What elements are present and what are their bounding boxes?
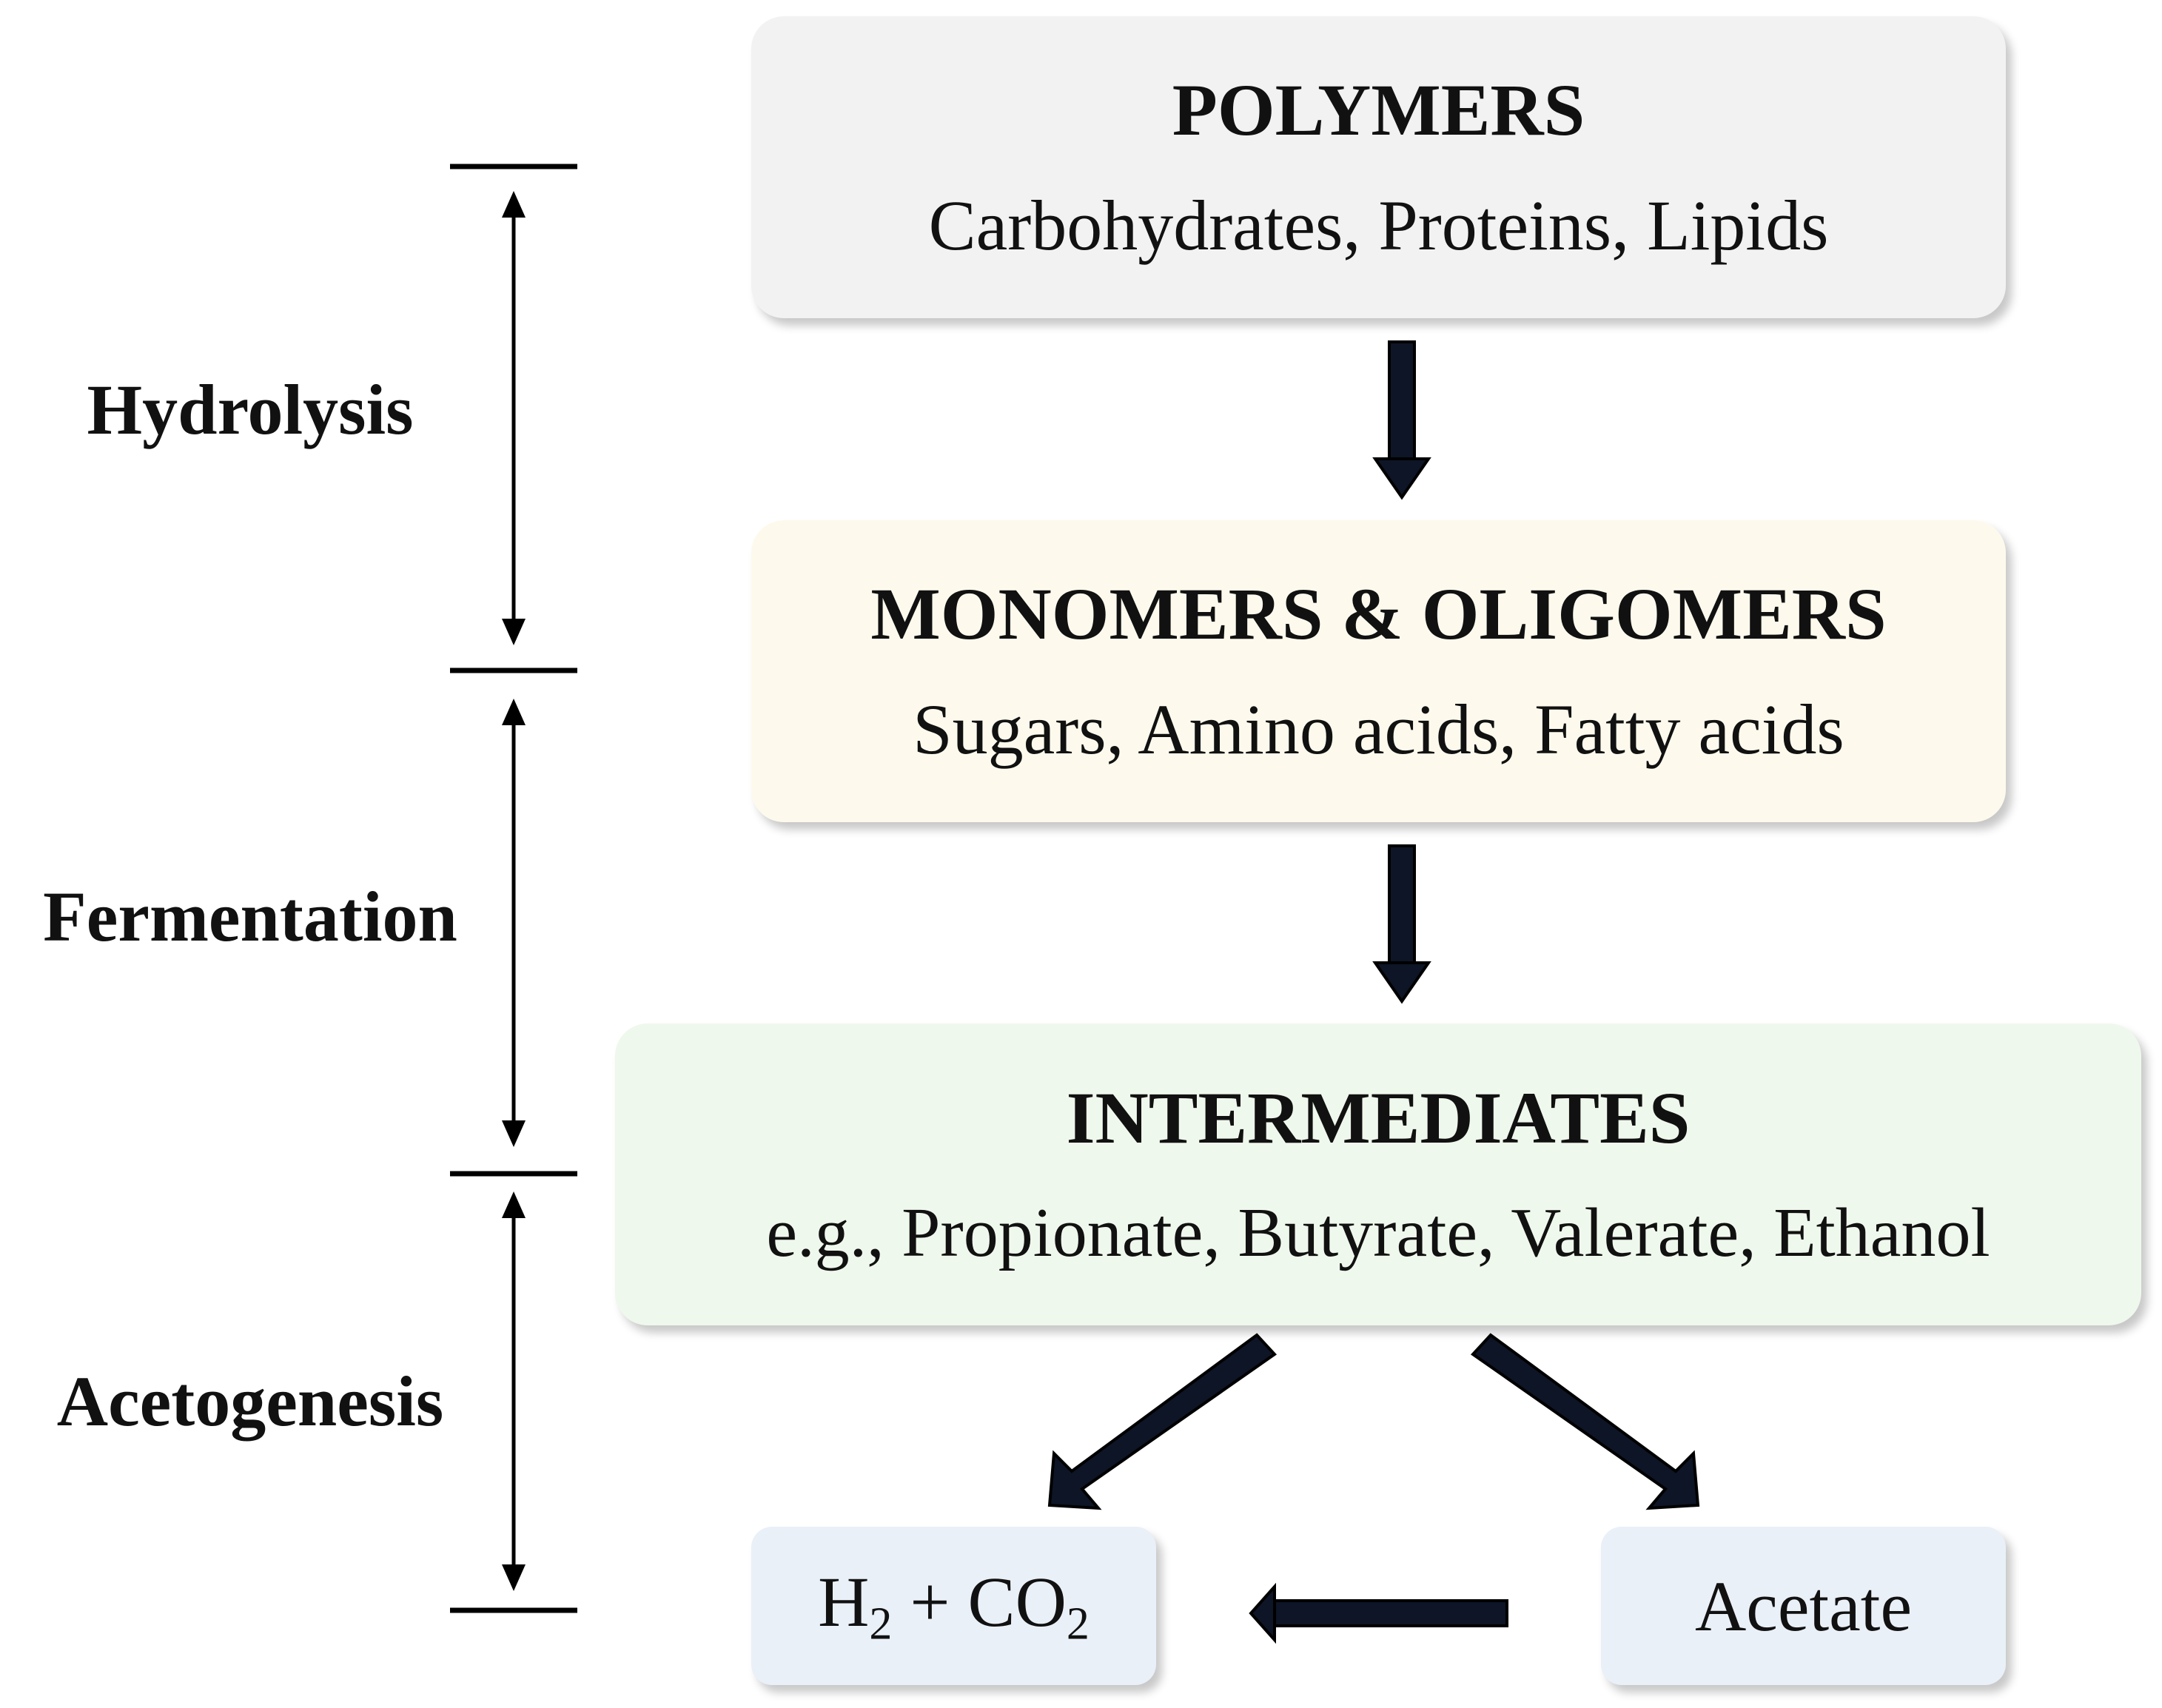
arrow-monomers-to-intermediates — [1372, 844, 1431, 1004]
intermediates-subtitle: e.g., Propionate, Butyrate, Valerate, Et… — [766, 1194, 1990, 1272]
h-subscript: 2 — [869, 1598, 893, 1650]
h2-co2-box: H2 + CO2 — [751, 1527, 1156, 1685]
fermentation-span-arrow — [502, 699, 526, 1147]
monomers-subtitle: Sugars, Amino acids, Fatty acids — [913, 690, 1844, 770]
stage-label-acetogenesis: Acetogenesis — [56, 1362, 444, 1441]
intermediates-box: INTERMEDIATES e.g., Propionate, Butyrate… — [615, 1023, 2141, 1325]
acetate-label: Acetate — [1694, 1566, 1913, 1646]
stage-label-hydrolysis: Hydrolysis — [87, 370, 414, 449]
monomers-box: MONOMERS & OLIGOMERS Sugars, Amino acids… — [751, 520, 2006, 822]
h-symbol: H — [818, 1562, 870, 1642]
stage-ticks — [450, 164, 577, 1613]
acetogenesis-span-arrow — [502, 1191, 526, 1591]
o-subscript: 2 — [1066, 1598, 1090, 1650]
arrow-polymers-to-monomers — [1372, 340, 1431, 500]
arrow-intermediates-to-acetate — [1470, 1333, 1700, 1510]
plus-co-symbol: + CO — [892, 1562, 1067, 1642]
h2-co2-label: H2 + CO2 — [818, 1561, 1090, 1650]
stage-span-arrows — [502, 191, 526, 1591]
arrow-intermediates-to-h2co2 — [1047, 1333, 1278, 1510]
intermediates-title: INTERMEDIATES — [1066, 1077, 1691, 1160]
polymers-title: POLYMERS — [1172, 69, 1585, 152]
stage-label-fermentation: Fermentation — [43, 877, 457, 956]
flow-arrows — [1047, 340, 1700, 1644]
acetate-box: Acetate — [1601, 1527, 2006, 1685]
arrow-acetate-to-h2co2 — [1249, 1582, 1508, 1644]
polymers-box: POLYMERS Carbohydrates, Proteins, Lipids — [751, 16, 2006, 318]
polymers-subtitle: Carbohydrates, Proteins, Lipids — [928, 186, 1829, 266]
monomers-title: MONOMERS & OLIGOMERS — [870, 573, 1887, 656]
hydrolysis-span-arrow — [502, 191, 526, 645]
